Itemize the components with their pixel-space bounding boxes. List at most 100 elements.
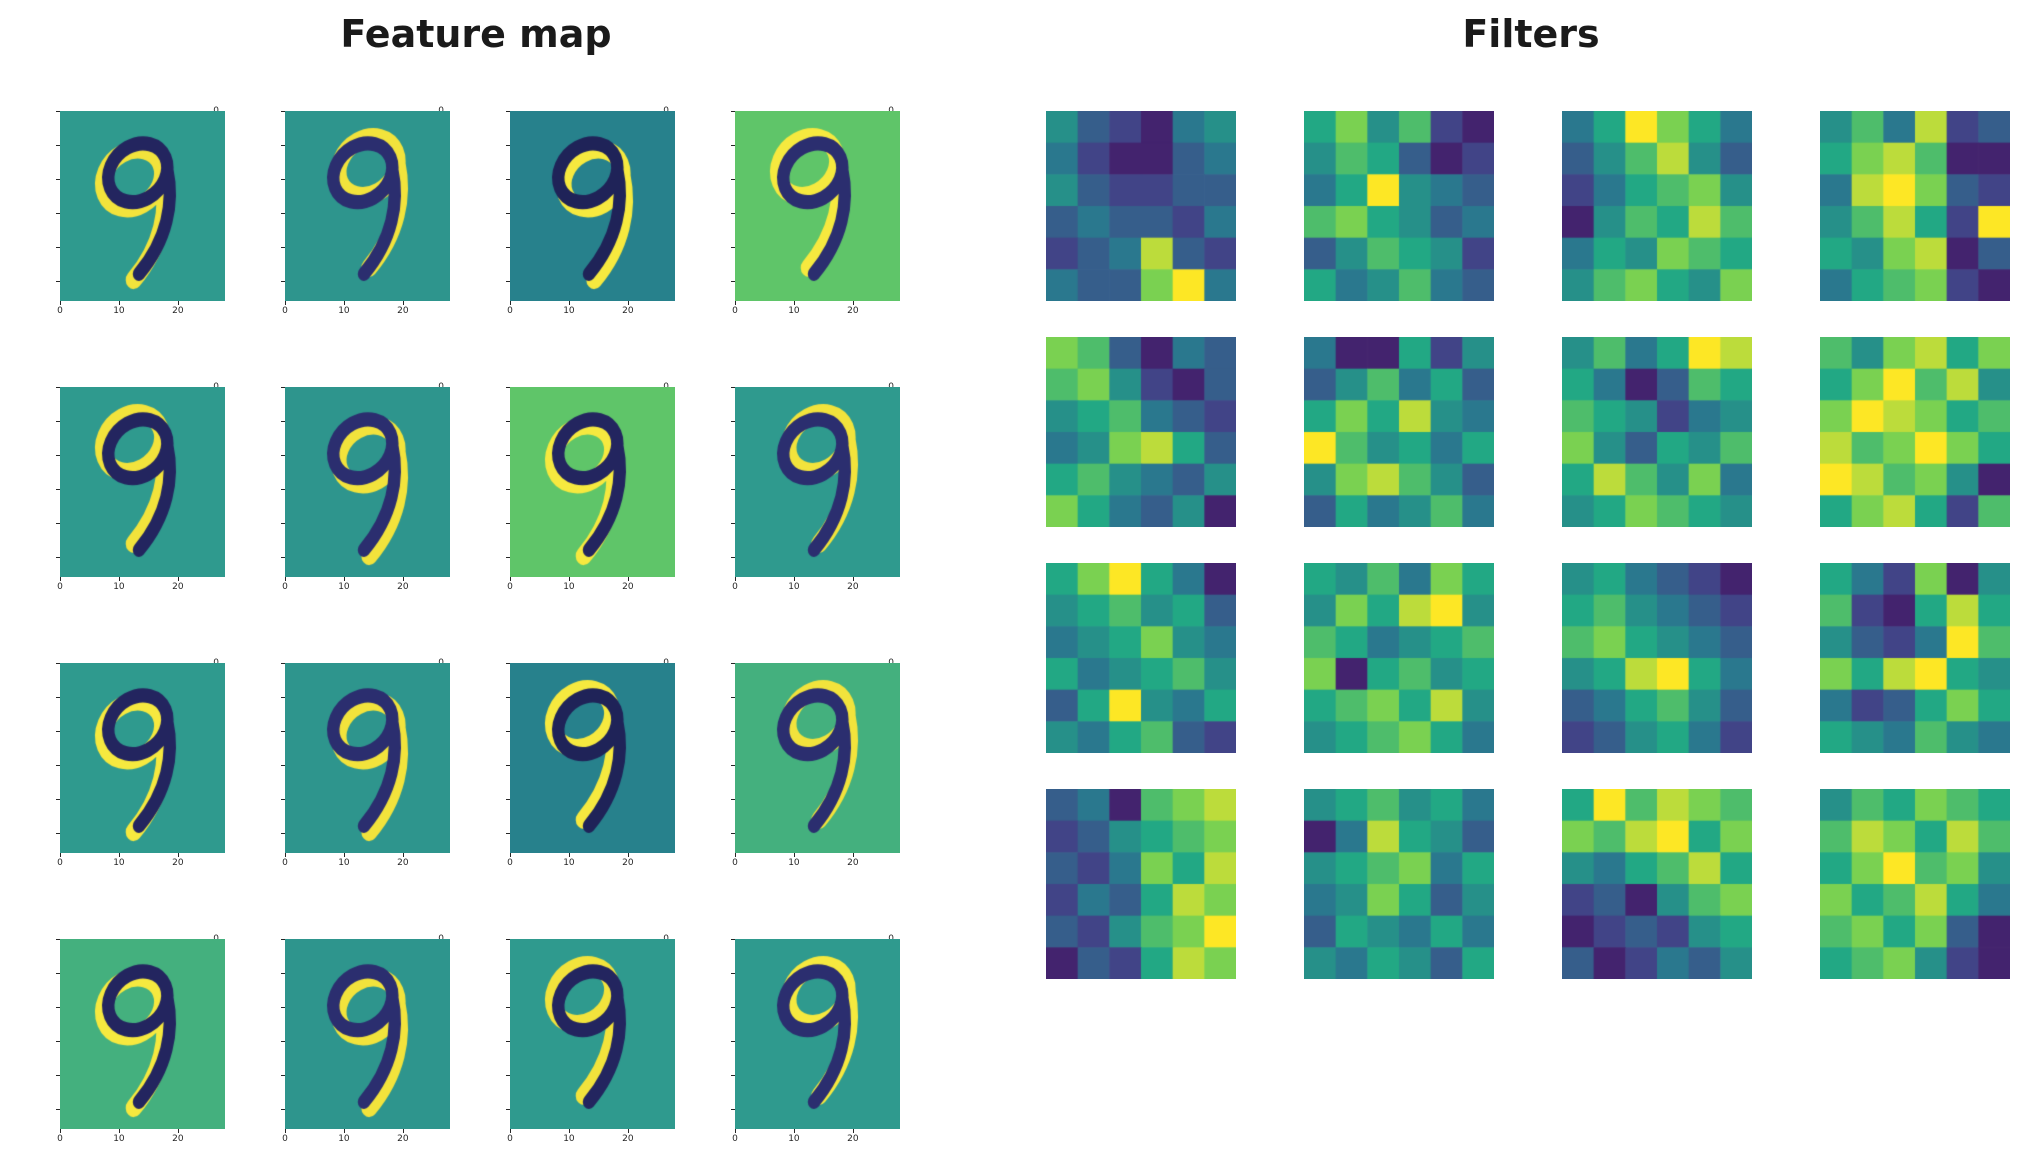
x-tick-label: 20 <box>172 1134 184 1144</box>
x-tick-mark <box>343 301 345 305</box>
filter-image <box>1820 337 2010 527</box>
x-tick-label: 20 <box>847 306 859 316</box>
x-tick-label: 0 <box>282 858 288 868</box>
x-tick-label: 10 <box>338 858 350 868</box>
y-tick-mark <box>731 730 735 732</box>
y-tick-mark <box>731 764 735 766</box>
x-tick-mark <box>285 853 286 857</box>
y-tick-mark <box>56 454 60 456</box>
y-tick-mark <box>731 1074 735 1076</box>
feature-map-image <box>285 663 450 853</box>
y-tick-mark <box>281 212 285 214</box>
y-tick-mark <box>731 556 735 558</box>
x-tick-label: 0 <box>57 582 63 592</box>
y-tick-mark <box>56 1006 60 1008</box>
feature-map-grid: 051015202501020 051015202501020 0510152025… <box>36 106 916 1156</box>
filter-image <box>1820 111 2010 301</box>
x-tick-mark <box>568 853 570 857</box>
y-tick-mark <box>506 939 510 940</box>
y-tick-mark <box>56 420 60 422</box>
filters-grid <box>1046 111 2016 1015</box>
feature-map-image <box>510 111 675 301</box>
filter-image <box>1562 563 1752 753</box>
y-tick-mark <box>56 730 60 732</box>
x-tick-mark <box>177 1129 179 1133</box>
x-tick-label: 0 <box>507 1134 513 1144</box>
filter-image <box>1304 337 1494 527</box>
feature-map-subplot: 051015202501020 <box>486 934 675 1149</box>
y-tick-mark <box>281 420 285 422</box>
y-tick-mark <box>281 246 285 248</box>
x-tick-mark <box>285 301 286 305</box>
x-tick-mark <box>285 1129 286 1133</box>
y-tick-mark <box>506 696 510 698</box>
y-tick-mark <box>56 798 60 800</box>
feature-map-subplot: 051015202501020 <box>711 106 900 321</box>
feature-map-subplot: 051015202501020 <box>711 382 900 597</box>
x-tick-mark <box>118 853 120 857</box>
filter-image <box>1820 789 2010 979</box>
feature-map-image-wrap <box>510 111 675 301</box>
x-tick-label: 0 <box>57 306 63 316</box>
x-tick-mark <box>568 301 570 305</box>
feature-map-image-wrap <box>285 663 450 853</box>
y-tick-mark <box>506 832 510 834</box>
x-tick-label: 0 <box>507 858 513 868</box>
filters-title: Filters <box>1462 12 1600 56</box>
feature-map-image <box>60 111 225 301</box>
x-tick-mark <box>735 577 736 581</box>
y-tick-mark <box>506 420 510 422</box>
y-tick-mark <box>281 696 285 698</box>
feature-map-title: Feature map <box>340 12 612 56</box>
y-tick-mark <box>506 178 510 180</box>
x-tick-mark <box>735 1129 736 1133</box>
x-tick-mark <box>285 577 286 581</box>
x-tick-mark <box>177 577 179 581</box>
feature-map-image-wrap <box>735 111 900 301</box>
x-tick-mark <box>627 853 629 857</box>
y-tick-mark <box>506 764 510 766</box>
y-tick-mark <box>506 111 510 112</box>
y-tick-mark <box>281 972 285 974</box>
x-tick-mark <box>627 1129 629 1133</box>
y-tick-mark <box>506 1074 510 1076</box>
y-tick-mark <box>506 972 510 974</box>
x-tick-label: 0 <box>282 1134 288 1144</box>
x-tick-label: 20 <box>622 582 634 592</box>
x-tick-label: 0 <box>732 1134 738 1144</box>
x-tick-mark <box>627 577 629 581</box>
feature-map-image <box>735 939 900 1129</box>
y-tick-mark <box>506 246 510 248</box>
feature-map-image <box>510 939 675 1129</box>
y-tick-mark <box>56 1108 60 1110</box>
x-tick-label: 20 <box>397 582 409 592</box>
filter-image <box>1304 789 1494 979</box>
x-tick-mark <box>793 853 795 857</box>
y-tick-mark <box>281 280 285 282</box>
y-tick-mark <box>56 1040 60 1042</box>
feature-map-image <box>285 387 450 577</box>
x-tick-label: 0 <box>507 306 513 316</box>
feature-map-image-wrap <box>735 939 900 1129</box>
x-tick-mark <box>118 1129 120 1133</box>
feature-map-image-wrap <box>510 663 675 853</box>
feature-map-image-wrap <box>285 387 450 577</box>
x-tick-mark <box>402 853 404 857</box>
x-tick-mark <box>177 853 179 857</box>
x-tick-mark <box>793 301 795 305</box>
x-tick-mark <box>118 577 120 581</box>
feature-map-subplot: 051015202501020 <box>261 106 450 321</box>
feature-map-image <box>60 387 225 577</box>
y-tick-mark <box>731 488 735 490</box>
x-tick-label: 20 <box>397 1134 409 1144</box>
y-tick-mark <box>281 1074 285 1076</box>
y-tick-mark <box>56 488 60 490</box>
y-tick-mark <box>56 832 60 834</box>
y-tick-mark <box>731 246 735 248</box>
filter-image <box>1046 789 1236 979</box>
x-tick-label: 20 <box>172 582 184 592</box>
x-tick-mark <box>510 853 511 857</box>
feature-map-image <box>510 387 675 577</box>
x-tick-mark <box>60 577 61 581</box>
